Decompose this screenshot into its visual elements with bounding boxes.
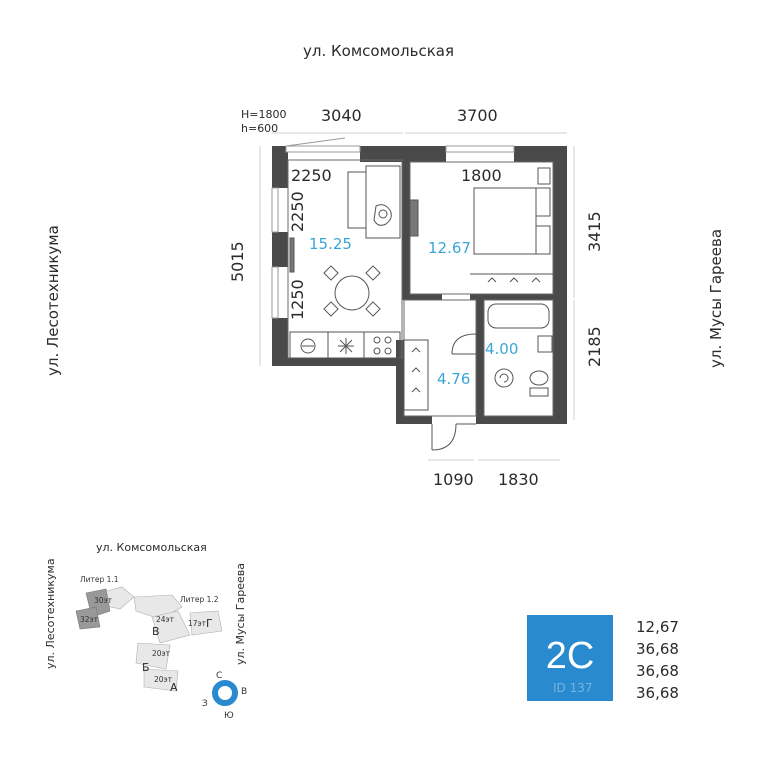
site-map-floors-17: 17эт	[188, 619, 207, 628]
apartment-type: 2С	[545, 635, 595, 677]
area-value-4: 36,68	[636, 684, 679, 702]
window-height-note: H=1800	[241, 108, 287, 121]
window-sill-note: h=600	[241, 122, 279, 135]
site-map-floors-32: 32эт	[80, 615, 99, 624]
compass-west: З	[202, 699, 208, 709]
windows	[271, 145, 515, 319]
site-map-street-top: ул. Комсомольская	[96, 541, 207, 554]
area-value-2: 36,68	[636, 640, 679, 658]
dimension-lines	[259, 132, 575, 461]
watermark-id: ID 137	[553, 681, 593, 695]
walls	[272, 146, 567, 424]
site-map-street-right: ул. Мусы Гареева	[234, 563, 247, 665]
site-map: ул. Комсомольская ул. Лесотехникума ул. …	[40, 535, 270, 725]
compass-south: Ю	[224, 711, 234, 721]
street-top-label: ул. Комсомольская	[303, 42, 455, 60]
site-map-floors-30: 30эт	[94, 596, 113, 605]
area-values: 12,67 36,68 36,68 36,68	[636, 618, 679, 706]
compass-ring	[212, 680, 238, 706]
floor-plan	[259, 132, 575, 461]
bath-furniture	[487, 303, 553, 397]
room-area-hall: 4.76	[437, 370, 471, 388]
site-map-liter-12: Литер 1.2	[180, 595, 219, 604]
dim-inner-2250-horizontal: 2250	[291, 166, 332, 185]
site-map-street-left: ул. Лесотехникума	[44, 558, 57, 669]
dim-top-right: 3700	[457, 106, 498, 125]
site-map-shapes	[75, 586, 238, 706]
dim-bottom-right: 1830	[498, 470, 539, 489]
dim-bottom-left: 1090	[433, 470, 474, 489]
site-map-floors-20-b: 20эт	[152, 649, 171, 658]
compass-north: С	[216, 671, 223, 681]
room-area-bath: 4.00	[485, 340, 519, 358]
apartment-type-badge: 2С ID 137	[527, 615, 613, 701]
site-map-label-g: Г	[206, 617, 213, 630]
hall-furniture	[403, 333, 477, 451]
dim-inner-1800: 1800	[461, 166, 502, 185]
site-map-label-b: Б	[142, 661, 150, 674]
site-map-label-v: В	[152, 625, 160, 638]
site-map-liter-11: Литер 1.1	[80, 575, 119, 584]
area-value-1: 12,67	[636, 618, 679, 636]
area-value-3: 36,68	[636, 662, 679, 680]
bedroom-furniture	[409, 167, 553, 283]
site-map-floors-20-a: 20эт	[154, 675, 173, 684]
room-area-bedroom: 12.67	[428, 239, 471, 257]
site-map-floors-24: 24эт	[156, 615, 175, 624]
dim-top-left: 3040	[321, 106, 362, 125]
living-furniture	[289, 165, 401, 359]
site-map-label-a: А	[170, 681, 178, 694]
dim-inner-2250-vertical: 2250	[288, 191, 307, 232]
room-area-living: 15.25	[309, 235, 352, 253]
compass-east: В	[241, 687, 248, 697]
window-sash	[285, 137, 346, 147]
dim-inner-1250: 1250	[288, 279, 307, 320]
